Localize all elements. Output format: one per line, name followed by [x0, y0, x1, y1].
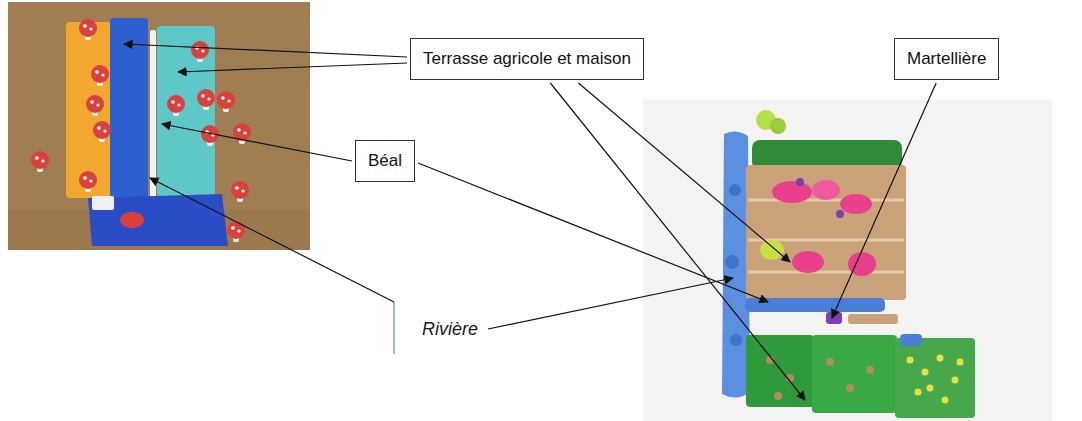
pink-house — [840, 194, 872, 214]
leader-arrow — [550, 83, 805, 400]
mushroom-dot — [95, 70, 99, 74]
mushroom-house — [79, 19, 97, 37]
callout-label: Rivière — [420, 318, 480, 340]
mushroom-dot — [221, 96, 225, 100]
orange-terrace — [66, 22, 112, 198]
green-plant — [770, 118, 786, 134]
pink-house — [772, 181, 812, 203]
brown-terrace — [746, 165, 906, 300]
mushroom-dot — [235, 186, 239, 190]
mushroom-house — [217, 91, 235, 109]
mushroom-house — [167, 95, 185, 113]
mushroom-dot — [101, 73, 104, 76]
yellow-dot — [942, 397, 949, 404]
yellow-dot — [907, 357, 914, 364]
label-box: Terrasse agricole et maison — [410, 38, 644, 80]
yellow-dot — [937, 355, 944, 362]
mushroom-dot — [243, 131, 246, 134]
label-box: Martellière — [894, 38, 999, 80]
yellow-dot — [957, 359, 964, 366]
mushroom-house — [231, 181, 249, 199]
mushroom-dot — [35, 156, 39, 160]
mushroom-dot — [207, 97, 210, 100]
mushroom-dot — [231, 226, 235, 230]
brown-bit — [846, 384, 854, 392]
mushroom-dot — [83, 176, 87, 180]
leader-arrow — [578, 83, 790, 262]
mushroom-dot — [41, 159, 44, 162]
mushroom-house — [86, 95, 104, 113]
brown-bit — [866, 366, 874, 374]
label-text: Martellière — [907, 49, 986, 69]
leader-arrow — [162, 124, 352, 161]
leader-arrow — [488, 278, 733, 329]
mushroom-house — [93, 121, 111, 139]
mushroom-dot — [237, 128, 241, 132]
left-photo — [8, 2, 310, 250]
blue-river — [722, 131, 750, 397]
leader-arrow — [124, 44, 407, 57]
label-text: Terrasse agricole et maison — [423, 49, 631, 69]
mushroom-dot — [227, 99, 230, 102]
mushroom-house — [191, 41, 209, 59]
brown-bit — [774, 392, 782, 400]
mushroom-house — [31, 151, 49, 169]
pink-house — [792, 251, 824, 273]
yellow-dot — [927, 385, 934, 392]
mushroom-dot — [97, 126, 101, 130]
green-field — [746, 335, 814, 407]
mushroom-dot — [90, 100, 94, 104]
label-text: Béal — [368, 151, 402, 171]
white-ground — [643, 100, 1052, 421]
blue-river — [88, 194, 228, 246]
mushroom-dot — [241, 189, 244, 192]
blue-pipe — [900, 334, 922, 346]
cardboard-ground — [8, 2, 310, 250]
mushroom-dot — [201, 49, 204, 52]
yellow-dot — [952, 377, 959, 384]
terrace-edge — [748, 271, 904, 274]
purple-dot — [796, 178, 804, 186]
leader-arrow — [150, 178, 394, 302]
blue-beal — [745, 298, 885, 312]
mushroom-dot — [83, 24, 87, 28]
label-box: Béal — [355, 140, 415, 182]
mushroom-dot — [89, 179, 92, 182]
mushroom-dot — [201, 94, 205, 98]
river-bump — [730, 334, 742, 346]
white-strip — [150, 30, 156, 200]
leader-arrow — [832, 83, 936, 318]
mushroom-dot — [96, 103, 99, 106]
mushroom-dot — [171, 100, 175, 104]
river-bump — [725, 255, 739, 269]
mushroom-house — [197, 89, 215, 107]
cyan-terrace — [157, 26, 215, 198]
river-bump — [729, 184, 741, 196]
yellow-dot — [922, 369, 929, 376]
pink-house — [812, 180, 840, 200]
mushroom-dot — [237, 229, 240, 232]
purple-dot — [836, 210, 844, 218]
white-strip — [92, 196, 114, 210]
mushroom-dot — [89, 27, 92, 30]
mushroom-dot — [103, 129, 106, 132]
mushroom-dot — [177, 103, 180, 106]
mushroom-house — [79, 171, 97, 189]
mushroom-house — [227, 221, 245, 239]
yellow-dot — [915, 389, 922, 396]
leader-arrow — [178, 63, 407, 72]
green-field — [895, 338, 975, 418]
brown-bit — [826, 358, 834, 366]
label-bar — [393, 302, 395, 354]
green-field — [812, 335, 897, 413]
mushroom-house — [91, 65, 109, 83]
right-photo — [643, 100, 1052, 421]
red-blob — [120, 212, 144, 228]
brown-path — [848, 314, 898, 324]
blue-channel — [110, 18, 148, 210]
yellow-blob — [760, 240, 784, 260]
